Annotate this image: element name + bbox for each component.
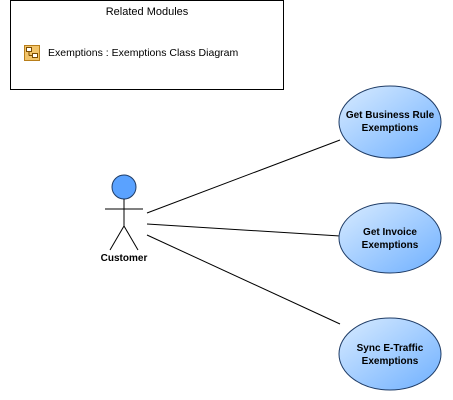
related-modules-title: Related Modules bbox=[105, 6, 189, 18]
actor-label: Customer bbox=[101, 253, 148, 264]
association-e-traffic bbox=[146, 234, 341, 325]
association-invoice bbox=[146, 223, 341, 237]
use-case-label-line2: Exemptions bbox=[362, 240, 419, 251]
association-business-rule bbox=[146, 139, 341, 214]
related-modules-panel: Related Modules Exemptions : Exemptions … bbox=[10, 0, 284, 90]
use-case-get-business-rule-exemptions[interactable]: Get Business Rule Exemptions bbox=[338, 85, 442, 159]
use-case-get-invoice-exemptions[interactable]: Get Invoice Exemptions bbox=[338, 202, 442, 274]
use-case-label-line2: Exemptions bbox=[362, 123, 419, 134]
actor-customer[interactable]: Customer bbox=[101, 174, 148, 264]
use-case-ellipse bbox=[338, 85, 442, 159]
use-case-label-line1: Get Business Rule bbox=[346, 110, 435, 121]
use-case-ellipse bbox=[338, 317, 442, 391]
use-case-sync-e-traffic-exemptions[interactable]: Sync E-Traffic Exemptions bbox=[338, 317, 442, 391]
actor-right-leg bbox=[123, 225, 139, 251]
related-module-label: Exemptions : Exemptions Class Diagram bbox=[48, 47, 239, 59]
use-case-label-line1: Get Invoice bbox=[363, 227, 417, 238]
class-diagram-icon bbox=[24, 45, 40, 61]
use-case-label-line2: Exemptions bbox=[362, 356, 419, 367]
use-case-ellipse bbox=[338, 202, 442, 274]
actor-left-leg bbox=[109, 225, 125, 251]
use-case-label-line1: Sync E-Traffic bbox=[357, 343, 424, 354]
actor-head bbox=[111, 174, 137, 200]
related-module-item[interactable]: Exemptions : Exemptions Class Diagram bbox=[24, 45, 238, 61]
